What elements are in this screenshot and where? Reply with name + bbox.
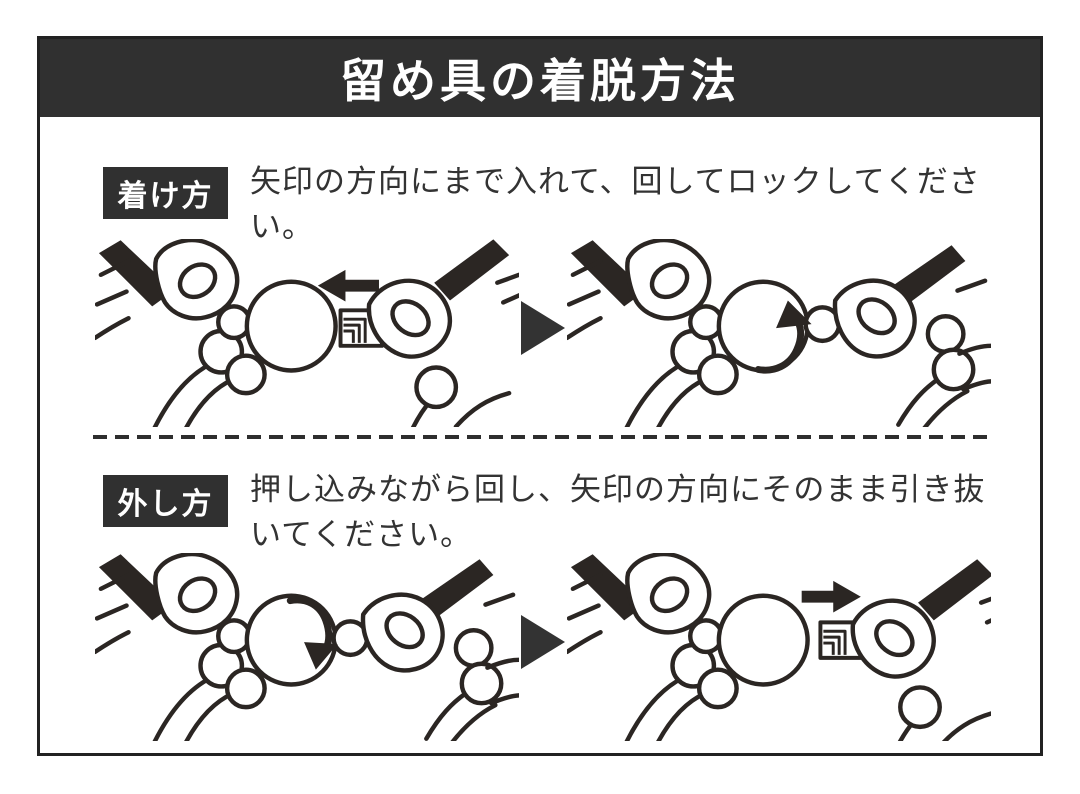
illustration-pull-out (567, 553, 991, 741)
detach-method-badge: 外し方 (103, 475, 228, 527)
page-title: 留め具の着脱方法 (340, 56, 740, 107)
header-bar: 留め具の着脱方法 (40, 39, 1040, 117)
arrow-right-icon (801, 580, 861, 613)
detach-instruction-text: 押し込みながら回し、矢印の方向にそのまま引き抜いてください。 (250, 472, 986, 552)
right-hand-art (369, 239, 519, 427)
illustration-insert-plug (95, 239, 519, 427)
illustration-rotate-unlock (95, 553, 519, 741)
illustration-rotate-lock (567, 239, 991, 427)
dashed-divider (93, 435, 988, 439)
content-box: 留め具の着脱方法 着け方 矢印の方向にまで入れて、回してロックしてください。 (37, 36, 1043, 756)
attach-method-badge: 着け方 (103, 167, 228, 219)
play-triangle-icon (521, 615, 565, 669)
right-hand-art (835, 245, 991, 427)
attach-steps-row (95, 239, 1040, 427)
right-hand-art (363, 559, 519, 741)
detach-section-head: 外し方 押し込みながら回し、矢印の方向にそのまま引き抜いてください。 (103, 467, 1040, 552)
right-hand-art (853, 559, 991, 741)
attach-instruction-text: 矢印の方向にまで入れて、回してロックしてください。 (250, 164, 981, 244)
play-triangle-icon (521, 301, 565, 355)
attach-section-head: 着け方 矢印の方向にまで入れて、回してロックしてください。 (103, 159, 1040, 244)
detach-steps-row (95, 553, 1040, 741)
